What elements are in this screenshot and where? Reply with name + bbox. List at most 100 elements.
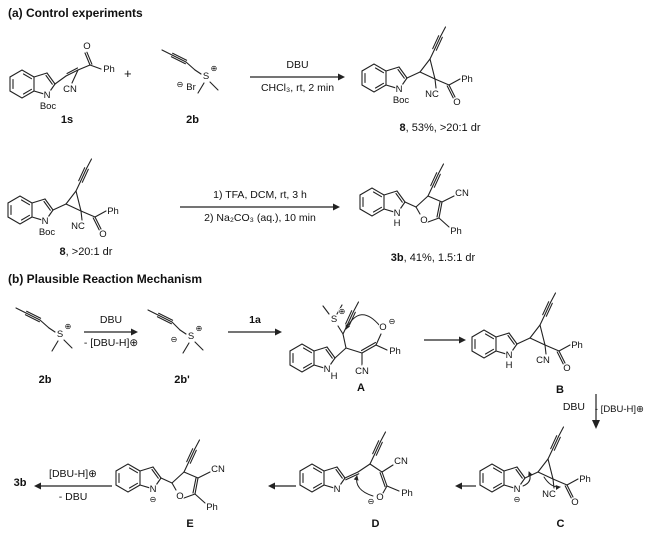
structure-drawing-2b-mech: S ⊕ xyxy=(15,307,73,352)
reaction-arrow-b6 xyxy=(268,481,296,491)
atom-label-cn: CN xyxy=(355,366,369,377)
caption-2b-mech: 2b xyxy=(38,374,52,386)
structure-drawing-1s: N Boc CN O Ph xyxy=(9,40,116,113)
caption-3b-final: 3b xyxy=(13,477,27,489)
atom-label-ph: Ph xyxy=(107,206,119,217)
structure-drawing-2b-a: S ⊕ ⊖ Br xyxy=(161,49,219,94)
minus-charge-symbol: ⊖ xyxy=(171,335,178,344)
atom-label-ph: Ph xyxy=(571,340,583,351)
atom-label-n: N xyxy=(42,216,49,227)
molecule-1s: N Boc CN O Ph xyxy=(8,40,126,118)
curved-arrow xyxy=(522,471,533,487)
structure-drawing-3b: N H O CN Ph xyxy=(359,163,470,238)
minus-charge-symbol: ⊖ xyxy=(150,495,157,504)
structure-drawing-2b-ylide: ⊖ S ⊕ xyxy=(147,309,204,354)
section-b-heading: (b) Plausible Reaction Mechanism xyxy=(8,272,203,286)
atom-label-cn: CN xyxy=(63,84,77,95)
minus-charge-symbol: ⊖ xyxy=(177,80,184,89)
caption-B: B xyxy=(556,384,564,396)
molecule-intermediate-D: N CN O ⊖ Ph xyxy=(298,424,453,530)
plus-charge-symbol: ⊕ xyxy=(339,307,346,316)
atom-label-ph: Ph xyxy=(206,502,218,513)
vertical-arrow-left-label: DBU xyxy=(562,401,585,413)
atom-label-ph: Ph xyxy=(401,488,413,499)
atom-label-nc: NC xyxy=(425,89,439,100)
plus-charge-symbol: ⊕ xyxy=(196,324,203,333)
caption-1s: 1s xyxy=(60,114,74,126)
plus-charge-symbol: ⊕ xyxy=(211,64,218,73)
atom-label-ph: Ph xyxy=(103,64,115,75)
molecule-intermediate-A: S ⊕ N H CN O ⊖ Ph xyxy=(288,286,418,386)
atom-label-br: Br xyxy=(186,82,196,93)
caption-C: C xyxy=(556,518,565,530)
atom-label-n: N xyxy=(150,484,157,495)
atom-label-o: O xyxy=(420,215,427,226)
molecule-2b-ylide: ⊖ S ⊕ xyxy=(142,298,222,370)
reaction-arrow-b7 xyxy=(455,481,476,491)
atom-label-n: N xyxy=(394,208,401,219)
plus-charge-symbol: ⊕ xyxy=(65,322,72,331)
caption-A: A xyxy=(357,382,365,394)
caption-8-product: 8, 53%, >20:1 dr xyxy=(399,122,481,134)
minus-charge-symbol: ⊖ xyxy=(389,317,396,326)
atom-label-boc: Boc xyxy=(39,227,56,238)
curved-arrow xyxy=(353,475,374,497)
structure-drawing-8-start: N Boc NC O Ph xyxy=(7,158,120,241)
caption-8-start: 8, >20:1 dr xyxy=(59,246,113,258)
atom-label-o: O xyxy=(379,322,386,333)
atom-label-ph: Ph xyxy=(450,226,462,237)
molecule-intermediate-E: N ⊖ O CN Ph xyxy=(114,422,266,528)
reaction-arrow-b1: DBU - [DBU-H]⊕ xyxy=(83,314,139,349)
structure-drawing-B: N H CN O Ph xyxy=(471,292,584,375)
atom-label-n: N xyxy=(514,484,521,495)
minus-charge-symbol: ⊖ xyxy=(368,497,375,506)
butynyl-skeleton xyxy=(547,426,565,460)
molecule-3b: N H O CN Ph xyxy=(358,152,508,252)
reaction-arrow-b5: [DBU-H]⊕ - DBU xyxy=(34,468,112,504)
atom-label-s: S xyxy=(57,329,63,340)
atom-label-boc: Boc xyxy=(40,101,57,112)
atom-label-ph: Ph xyxy=(389,346,401,357)
curved-arrow xyxy=(543,476,561,490)
atom-label-h: H xyxy=(331,371,338,382)
atom-label-n: N xyxy=(324,364,331,375)
atom-label-s: S xyxy=(331,314,337,325)
atom-label-s: S xyxy=(203,71,209,82)
section-a-heading: (a) Control experiments xyxy=(8,6,143,20)
reaction-arrow-a1: DBU CHCl₃, rt, 2 min xyxy=(250,59,345,95)
molecule-8-product: N Boc NC O Ph xyxy=(360,24,520,130)
butynyl-skeleton xyxy=(183,439,201,473)
butynyl-skeleton xyxy=(427,163,445,197)
molecule-intermediate-B: N H CN O Ph xyxy=(470,290,630,390)
molecule-intermediate-C: N ⊖ NC O Ph xyxy=(478,422,643,528)
atom-label-o: O xyxy=(176,491,183,502)
atom-label-o: O xyxy=(99,229,106,240)
structure-drawing-D: N CN O ⊖ Ph xyxy=(299,431,414,507)
atom-label-h: H xyxy=(506,360,513,371)
structure-drawing-8-product: N Boc NC O Ph xyxy=(361,26,474,109)
molecule-2b-a: S ⊕ ⊖ Br xyxy=(150,42,235,112)
butynyl-skeleton xyxy=(75,158,93,192)
atom-label-o: O xyxy=(376,492,383,503)
butynyl-skeleton xyxy=(539,292,557,326)
atom-label-h: H xyxy=(394,218,401,229)
atom-label-cn: CN xyxy=(211,464,225,475)
structure-drawing-C: N ⊖ NC O Ph xyxy=(479,426,592,509)
reaction-arrow-vertical xyxy=(589,394,603,435)
minus-charge-symbol: ⊖ xyxy=(514,495,521,504)
atom-label-o: O xyxy=(563,363,570,374)
butynyl-skeleton xyxy=(429,26,447,60)
caption-2b-a: 2b xyxy=(186,114,199,126)
atom-label-ph: Ph xyxy=(579,474,591,485)
caption-3b: 3b, 41%, 1.5:1 dr xyxy=(390,252,476,264)
molecule-2b-mech: S ⊕ xyxy=(10,298,80,370)
atom-label-s: S xyxy=(188,331,194,342)
atom-label-o: O xyxy=(571,497,578,508)
atom-label-cn: CN xyxy=(394,456,408,467)
atom-label-cn: CN xyxy=(455,188,469,199)
structure-drawing-A: S ⊕ N H CN O ⊖ Ph xyxy=(289,301,402,383)
atom-label-n: N xyxy=(44,90,51,101)
caption-2b-ylide: 2b' xyxy=(174,374,190,386)
atom-label-cn: CN xyxy=(536,355,550,366)
